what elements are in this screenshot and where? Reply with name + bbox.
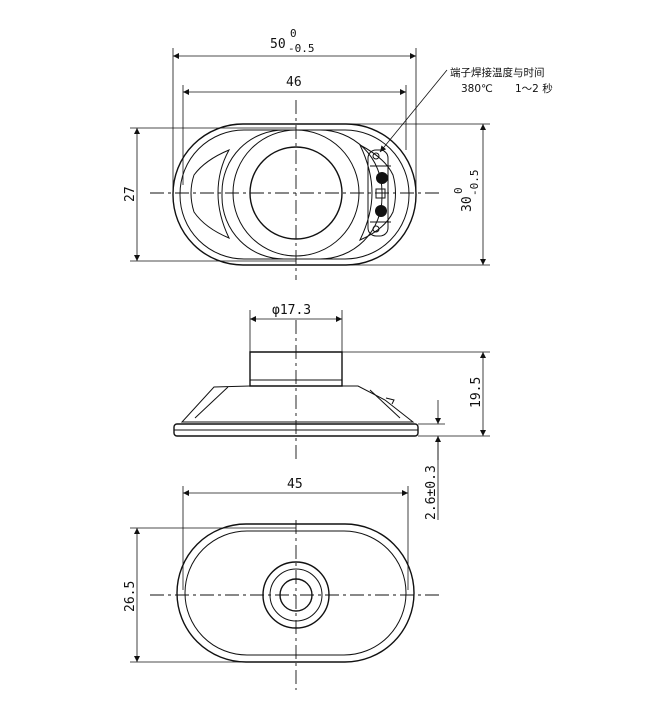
terminal-hole-bottom (372, 225, 380, 233)
dim-30-main: 30 (460, 196, 475, 212)
solder-dot-bottom (375, 205, 387, 217)
dim-50-upper-tol: 0 (290, 27, 297, 40)
terminal-hole-top (372, 152, 380, 160)
dim-50-lower-tol: -0.5 (288, 42, 315, 55)
dim-45-label: 45 (287, 477, 303, 492)
dim-30-lower-tol: -0.5 (468, 170, 481, 197)
dim-46-label: 46 (286, 75, 302, 90)
dim-2-6-label: 2.6±0.3 (424, 465, 439, 520)
bottom-view: 45 26.5 (123, 477, 440, 690)
solder-dot-top (376, 172, 388, 184)
bottom-inner-frame (184, 530, 407, 656)
solder-note-line1: 端子焊接温度与时间 (450, 66, 545, 79)
dim-19-5-label: 19.5 (469, 377, 484, 408)
dim-26-5-label: 26.5 (123, 581, 138, 612)
dim-50-main: 50 (270, 37, 286, 52)
solder-note-leader (379, 69, 448, 153)
top-right-vent (358, 143, 396, 242)
dim-30-upper-tol: 0 (452, 187, 465, 194)
side-basket (180, 385, 415, 423)
bottom-outer-frame (176, 523, 415, 663)
top-left-vent (190, 148, 231, 239)
solder-note-temp: 380℃ (461, 83, 493, 95)
dim-27-label: 27 (123, 186, 138, 202)
terminal-center-pad (375, 188, 386, 199)
top-basket (221, 129, 383, 260)
top-outer-frame (172, 123, 417, 266)
dim-phi-label: φ17.3 (272, 303, 311, 318)
solder-note-time: 1～2 秒 (515, 82, 553, 95)
top-view: 50 0 -0.5 46 27 30 0 -0.5 端子焊接温度与时间 380℃… (123, 27, 553, 280)
side-view: φ17.3 19.5 2.6±0.3 (173, 303, 490, 520)
